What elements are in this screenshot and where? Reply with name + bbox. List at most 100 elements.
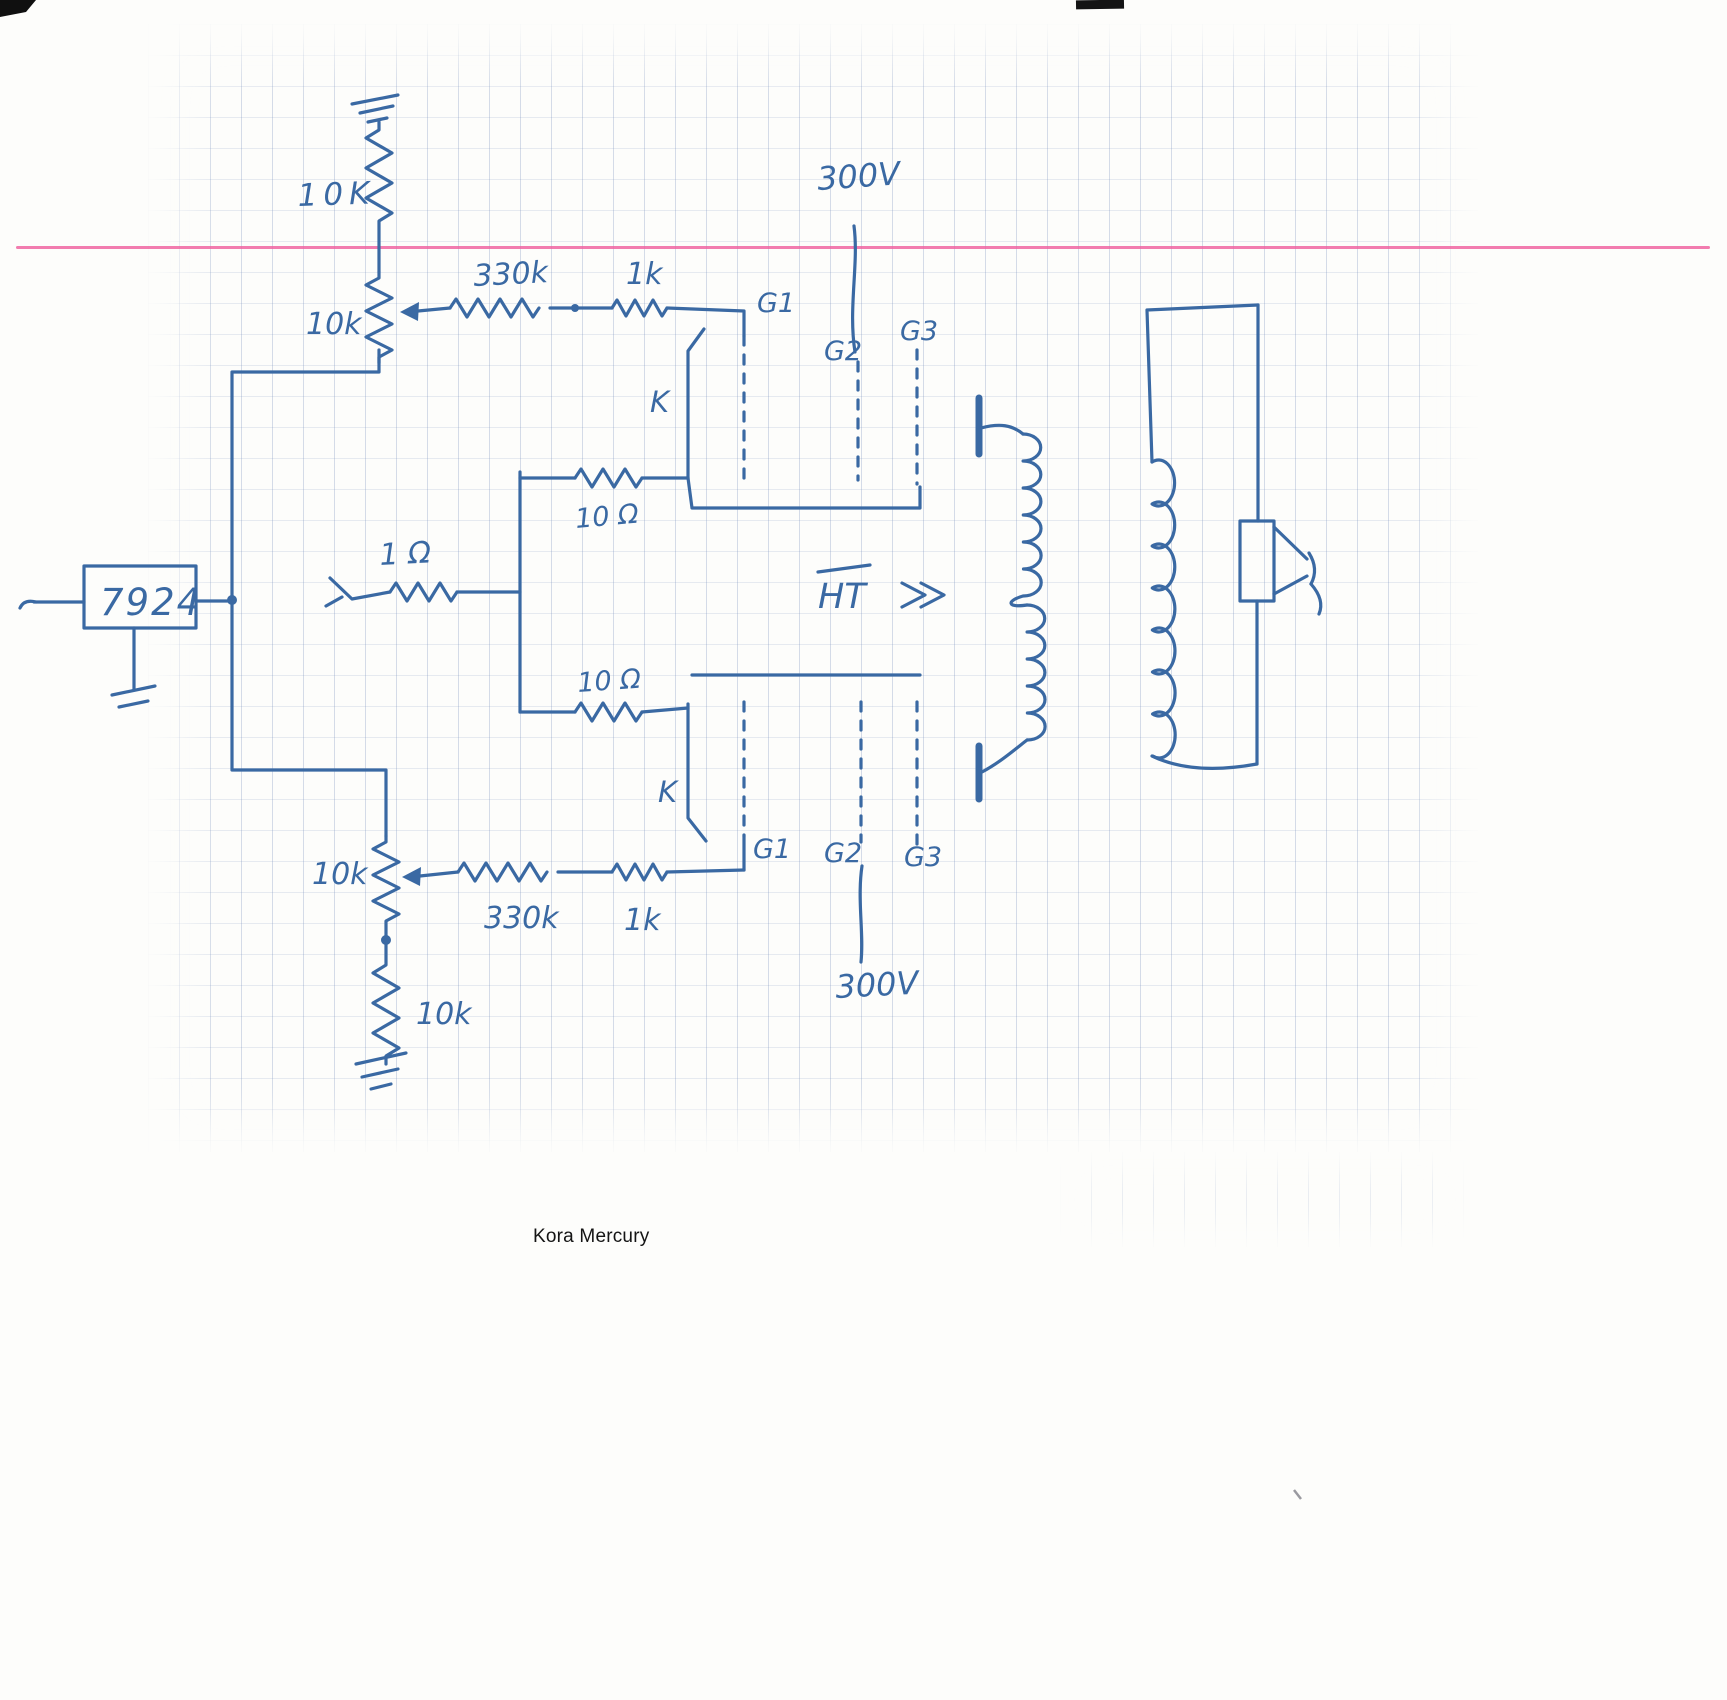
pot-wiper-arrowhead [402,867,421,886]
label-pot-bottom: 10k [312,857,369,892]
ground-stroke [360,1067,400,1079]
resistor-330k-top [448,297,541,319]
wire [979,423,1025,436]
ink-strokes [18,93,1323,1091]
tube-top [640,224,922,510]
graph-paper-grid [148,24,1478,1152]
regulator-box [82,564,198,630]
cathode-network [518,467,690,723]
label-10k-divider: 10k [416,997,473,1032]
scan-artifact-top-left [0,0,36,17]
label-regulator: 7924 [100,581,202,624]
left-bus [227,348,388,838]
ground-stroke [350,93,400,106]
label-pot-top: 10k [306,307,363,342]
handwritten-labels: 10K 10k 330k 1k G1 300V G2 G3 K 10 Ω 1 Ω… [100,154,942,1032]
center-tap [1009,594,1029,608]
speaker-cone [1272,525,1309,561]
wiper-scribble [328,576,392,601]
plate-line [686,476,922,510]
scan-artifacts [0,0,1302,1500]
label-1ohm: 1 Ω [379,535,432,573]
secondary-top-wire [1145,303,1260,464]
supply-wire-300v-top [850,224,857,354]
wire [665,306,746,338]
ground-stroke [354,1051,408,1066]
wire [665,868,746,874]
resistor-10ohm-bottom [573,701,644,723]
speaker-cone [1272,574,1309,596]
wiper-scribble [324,595,344,608]
speaker-box [1238,519,1276,603]
secondary-bottom-wire [1150,754,1259,770]
label-g3-bottom: G3 [904,842,942,873]
label-10ohm-top: 10 Ω [574,499,640,535]
speaker-lead-hook [1309,582,1323,616]
ground-stroke [358,104,395,115]
cathode-line [686,327,706,480]
ht-arrows [816,563,946,609]
ground-stroke [110,684,157,697]
input-hook [18,599,38,610]
resistor-body [371,938,401,1066]
output-transformer [975,303,1323,803]
label-300v-bottom: 300V [834,964,921,1006]
label-300v-top: 300V [816,154,904,198]
resistor-1ohm-common [324,576,522,608]
resistor-10k-anode-top [364,120,394,274]
primary-coil-upper [1021,432,1043,598]
pot-wiper-wire [416,306,452,313]
tube-bottom [686,673,922,964]
label-g1-top: G1 [757,288,795,319]
label-r-anode-top: 10K [297,175,376,214]
resistor-10k-divider [371,938,401,1066]
ground-stroke [117,699,150,709]
pot-wiper-arrowhead [400,302,419,321]
resistor-body [388,581,459,603]
resistor-330k-bottom [456,861,549,883]
resistor-1k-bottom [610,862,669,882]
potentiometer-bottom [371,834,401,945]
wire [418,870,460,878]
resistor-1k-top [610,298,669,318]
label-1k-bottom: 1k [624,903,662,938]
grid-chain-bottom [402,861,746,886]
ground-stroke [366,116,389,124]
scan-artifact-top-middle [1075,0,1125,10]
ground-symbol-top [350,93,400,124]
notebook-margin-line [16,246,1710,249]
caption-text: Kora Mercury [533,1226,650,1247]
label-10ohm-bottom: 10 Ω [576,664,642,699]
label-k-top: K [650,385,671,419]
grid-chain-top [448,297,746,338]
supply-wire-300v-bottom [858,864,864,964]
label-g1-bottom: G1 [753,834,791,865]
label-330k-bottom: 330k [484,901,560,936]
speaker-cone-arc [1307,551,1317,586]
scan-artifact-dot [1293,1489,1302,1500]
resistor-10ohm-top [573,467,644,489]
label-k-bottom: K [658,775,679,809]
label-g2-bottom: G2 [824,838,862,869]
wire [980,738,1029,774]
pot-body [371,834,401,940]
bus-wire [230,348,388,838]
chevron [900,581,927,609]
label-ht: HT [818,577,868,617]
ground-stroke [369,1082,393,1091]
primary-coil-lower [1025,603,1047,742]
secondary-coil [1150,458,1177,760]
graph-paper-grid-faint [1060,1152,1470,1247]
label-g2-top: G2 [824,336,862,367]
label-330k-top: 330k [473,255,551,294]
label-g3-top: G3 [900,316,938,347]
cathode-line [686,702,708,843]
chevron [919,581,946,609]
wire [640,706,690,714]
ht-overline [816,563,872,574]
label-1k-top: 1k [626,257,664,292]
regulator-7924 [18,564,234,709]
potentiometer-top [364,270,452,365]
